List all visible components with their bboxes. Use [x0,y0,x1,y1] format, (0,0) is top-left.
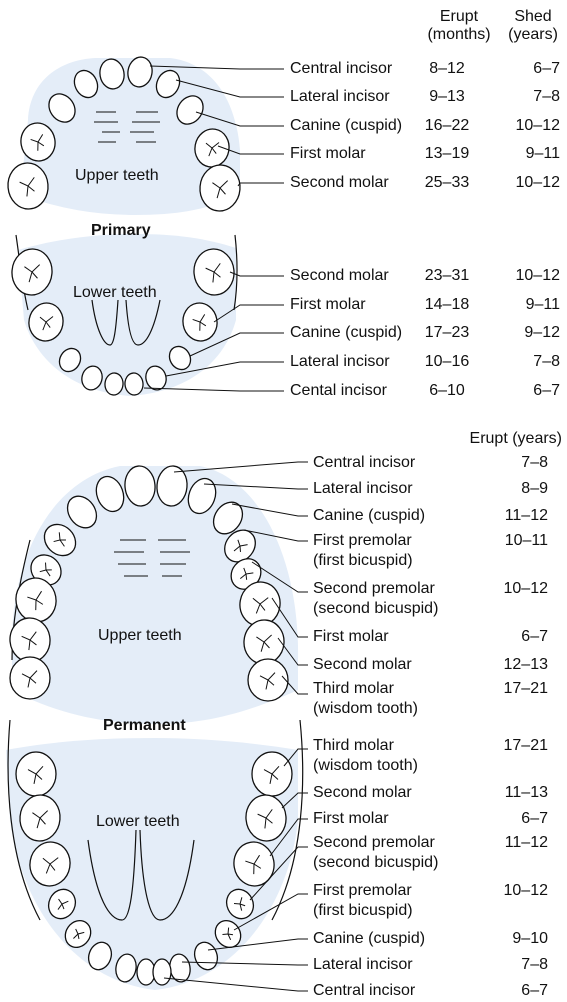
primary-row-5-name: Second molar [290,267,389,285]
primary-row-7-name: Canine (cuspid) [290,324,402,342]
permanent-row-5-name: First molar [313,628,389,646]
primary-shed-header-line2: (years) [500,26,566,44]
primary-upper-teeth-label: Upper teeth [75,166,159,185]
primary-row-9-shed: 6–7 [500,382,560,400]
primary-section-label: Primary [91,221,151,240]
primary-row-9-erupt: 6–10 [412,382,482,400]
primary-row-7-shed: 9–12 [500,324,560,342]
primary-row-0-shed: 6–7 [500,60,560,78]
permanent-row-7-name2: (wisdom tooth) [313,700,418,718]
permanent-row-1-erupt: 8–9 [488,480,548,498]
permanent-row-7-erupt: 17–21 [488,680,548,698]
permanent-row-2-erupt: 11–12 [488,507,548,525]
primary-row-9-name: Cental incisor [290,382,387,400]
primary-row-0-erupt: 8–12 [412,60,482,78]
permanent-row-13-erupt: 9–10 [488,930,548,948]
permanent-row-7-name: Third molar [313,680,394,698]
permanent-row-6-erupt: 12–13 [488,656,548,674]
permanent-row-3-name: First premolar [313,532,412,550]
permanent-row-15-erupt: 6–7 [488,982,548,1000]
permanent-row-14-erupt: 7–8 [488,956,548,974]
permanent-row-12-name2: (first bicuspid) [313,902,413,920]
primary-row-1-name: Lateral incisor [290,88,390,106]
permanent-row-2-name: Canine (cuspid) [313,507,425,525]
primary-row-6-shed: 9–11 [500,296,560,314]
permanent-row-8-name: Third molar [313,737,394,755]
permanent-row-12-erupt: 10–12 [488,882,548,900]
primary-leader-4 [238,183,284,186]
primary-row-2-name: Canine (cuspid) [290,117,402,135]
primary-erupt-header-line2: (months) [418,26,500,44]
permanent-row-5-erupt: 6–7 [488,628,548,646]
primary-row-1-shed: 7–8 [500,88,560,106]
permanent-row-8-erupt: 17–21 [488,737,548,755]
primary-row-0-name: Central incisor [290,60,392,78]
primary-row-1-erupt: 9–13 [412,88,482,106]
permanent-row-14-name: Lateral incisor [313,956,413,974]
permanent-row-0-erupt: 7–8 [488,454,548,472]
permanent-row-9-name: Second molar [313,784,412,802]
permanent-lower-teeth-label: Lower teeth [96,812,180,831]
primary-row-6-erupt: 14–18 [412,296,482,314]
permanent-row-0-name: Central incisor [313,454,415,472]
primary-erupt-header-line1: Erupt [418,8,500,26]
primary-row-5-shed: 10–12 [500,267,560,285]
permanent-row-12-name: First premolar [313,882,412,900]
permanent-row-13-name: Canine (cuspid) [313,930,425,948]
primary-row-4-erupt: 25–33 [412,174,482,192]
permanent-lower-tooth-14 [137,959,155,985]
primary-row-5-erupt: 23–31 [412,267,482,285]
permanent-upper-tooth-15 [248,659,288,701]
permanent-row-3-name2: (first bicuspid) [313,552,413,570]
permanent-row-1-name: Lateral incisor [313,480,413,498]
permanent-leader-15 [164,978,308,991]
primary-row-3-name: First molar [290,145,366,163]
permanent-lower-tooth-15 [153,959,171,985]
permanent-lower-tooth-1 [252,752,292,796]
primary-row-4-shed: 10–12 [500,174,560,192]
permanent-upper-tooth-14 [10,657,50,699]
primary-row-3-erupt: 13–19 [412,145,482,163]
permanent-row-10-erupt: 6–7 [488,810,548,828]
primary-row-7-erupt: 17–23 [412,324,482,342]
permanent-row-3-erupt: 10–11 [488,532,548,550]
permanent-row-6-name: Second molar [313,656,412,674]
permanent-row-4-name2: (second bicuspid) [313,600,438,618]
primary-row-6-name: First molar [290,296,366,314]
permanent-row-10-name: First molar [313,810,389,828]
permanent-row-4-name: Second premolar [313,580,435,598]
permanent-row-11-erupt: 11–12 [488,834,548,852]
primary-row-4-name: Second molar [290,174,389,192]
permanent-row-15-name: Central incisor [313,982,415,1000]
permanent-row-4-erupt: 10–12 [488,580,548,598]
primary-lower-teeth-label: Lower teeth [73,283,157,302]
permanent-row-11-name: Second premolar [313,834,435,852]
primary-row-2-erupt: 16–22 [412,117,482,135]
permanent-upper-teeth-label: Upper teeth [98,626,182,645]
permanent-row-8-name2: (wisdom tooth) [313,757,418,775]
primary-row-2-shed: 10–12 [500,117,560,135]
primary-leader-5 [230,272,284,276]
permanent-row-11-name2: (second bicuspid) [313,854,438,872]
permanent-section-label: Permanent [103,716,186,735]
primary-row-8-name: Lateral incisor [290,353,390,371]
primary-row-8-erupt: 10–16 [412,353,482,371]
permanent-erupt-header: Erupt (years) [440,430,562,448]
primary-row-3-shed: 9–11 [500,145,560,163]
primary-shed-header-line1: Shed [500,8,566,26]
permanent-row-9-erupt: 11–13 [488,784,548,802]
permanent-lower-tooth-0 [16,752,56,796]
primary-row-8-shed: 7–8 [500,353,560,371]
